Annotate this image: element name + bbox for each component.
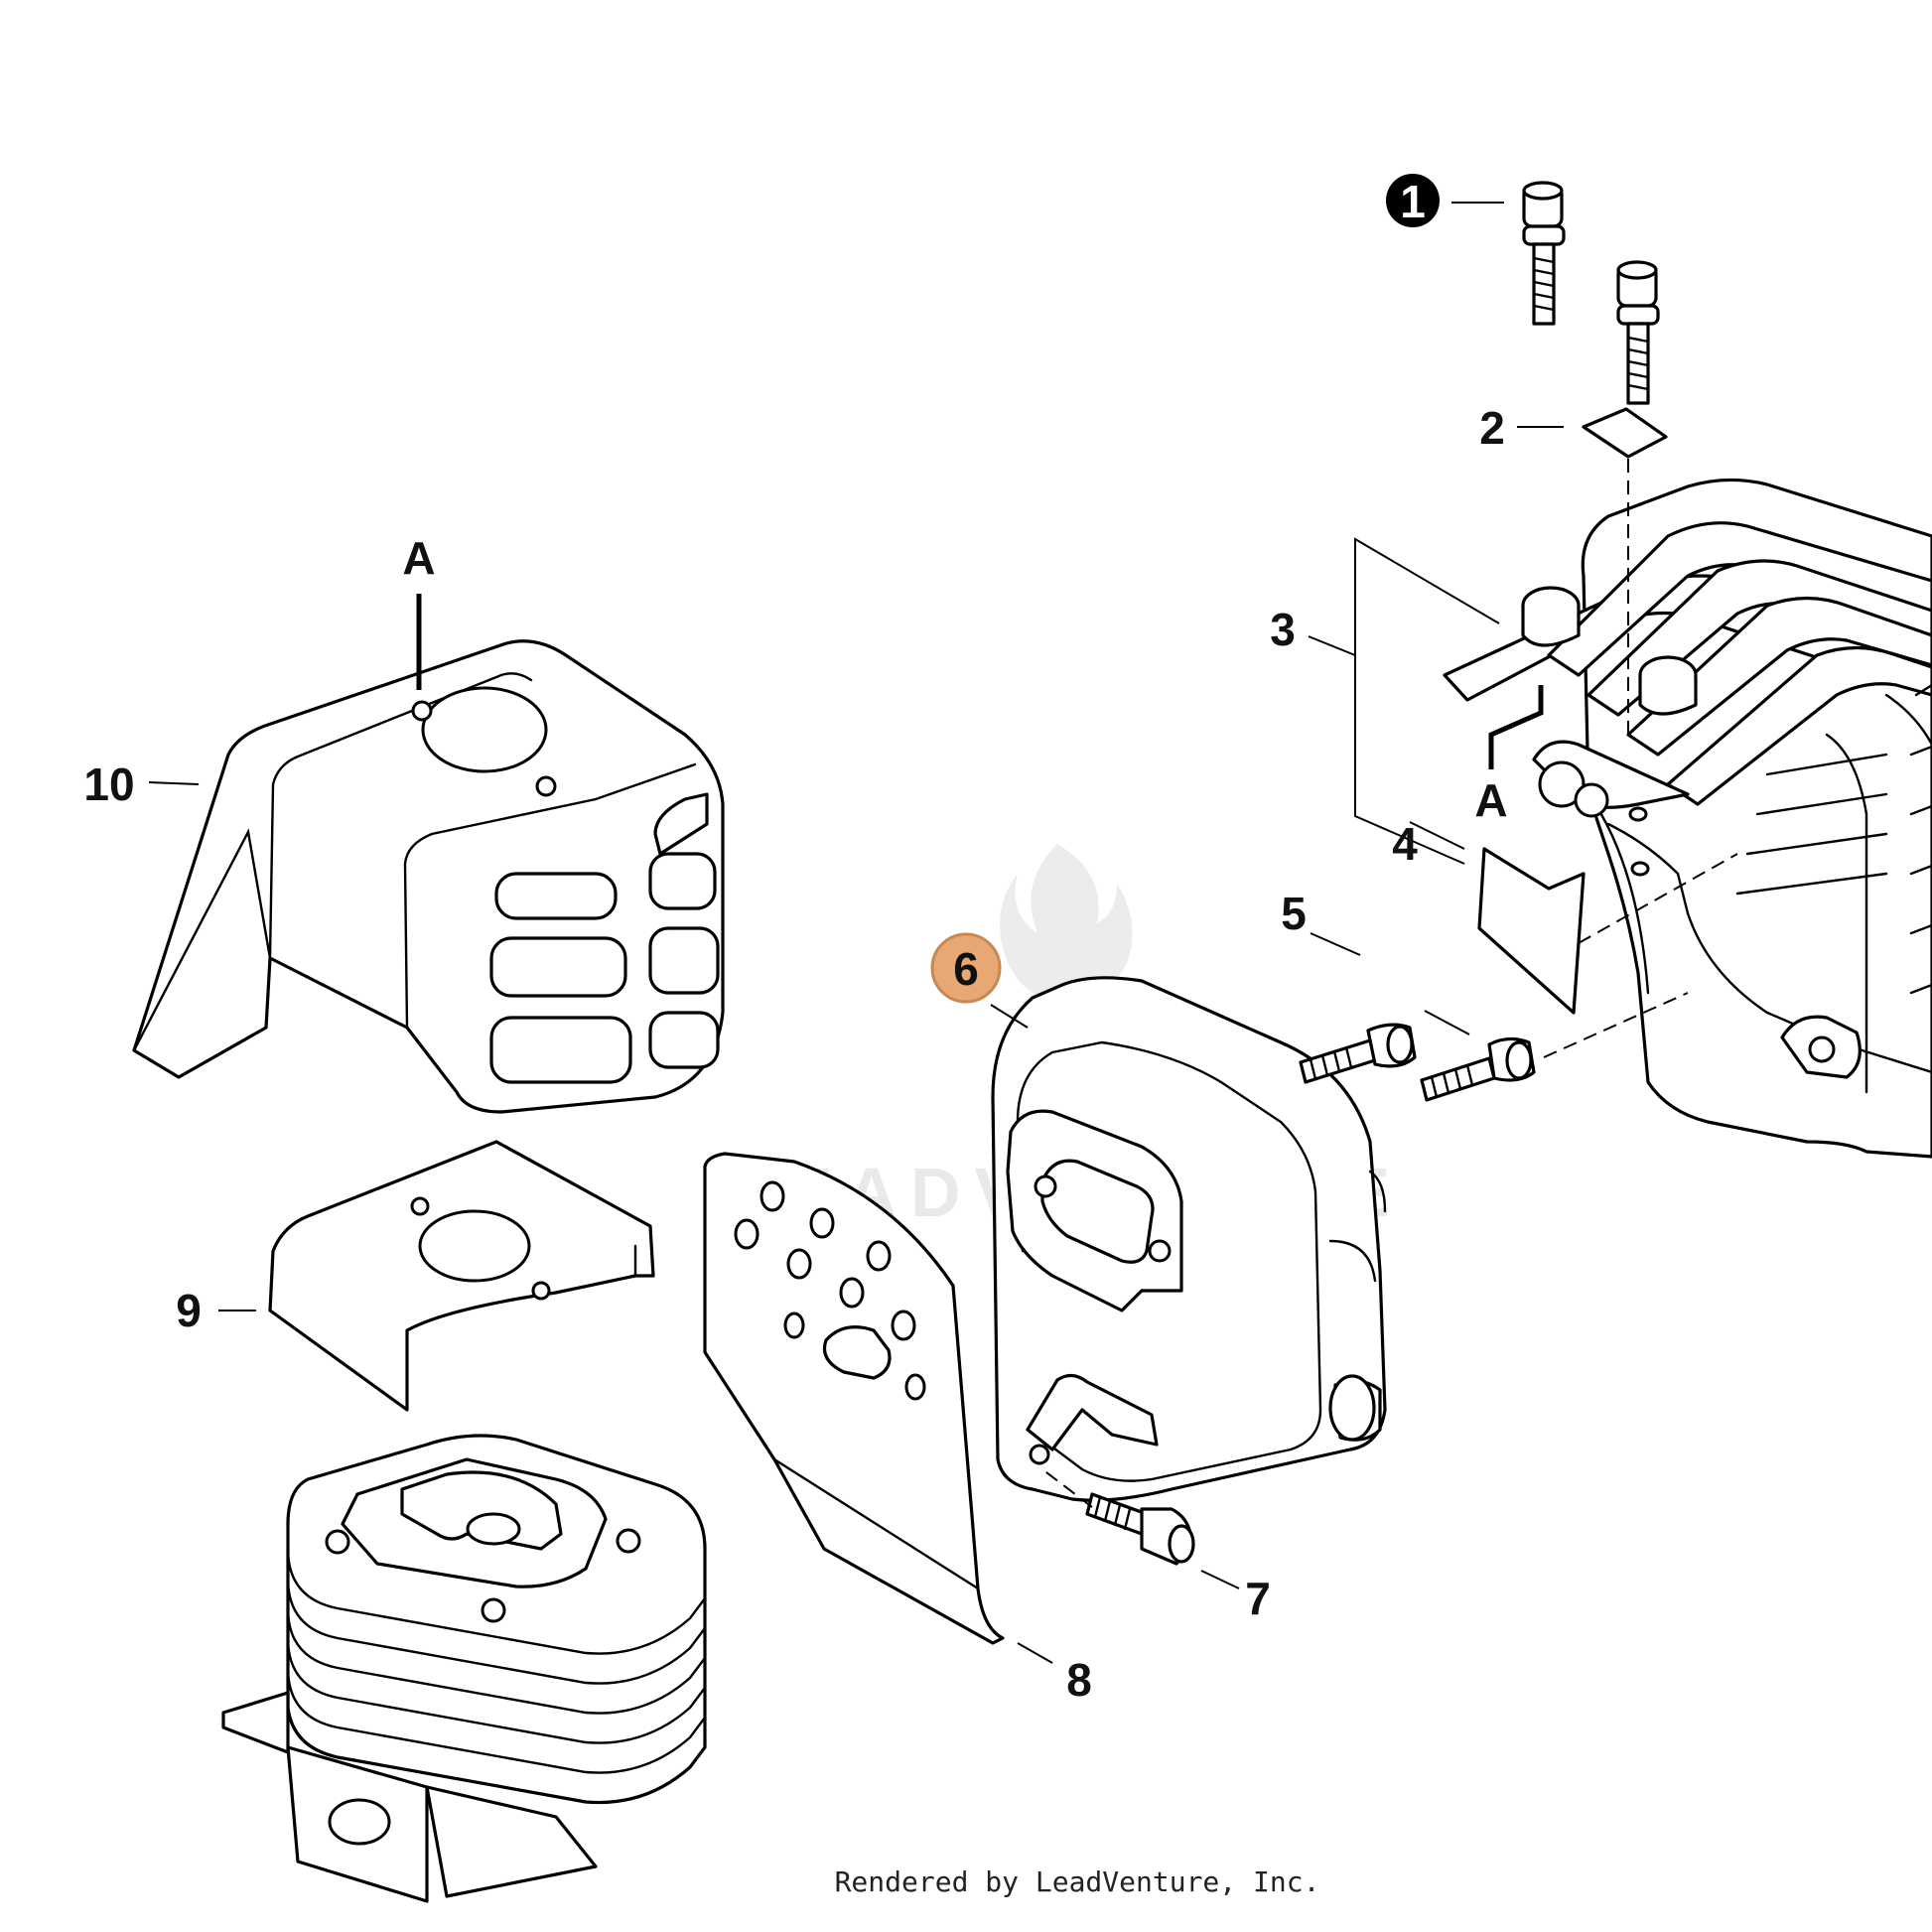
callout-1[interactable]: 1	[1386, 174, 1440, 227]
part-10-cylinder-cover	[132, 639, 725, 1114]
callout-5-label: 5	[1281, 888, 1307, 939]
part-8-shield-plate	[703, 1152, 1005, 1645]
callout-6-highlight-badge	[930, 932, 1002, 1004]
engine-housing	[1443, 478, 1932, 1159]
part-1-screws	[1522, 181, 1660, 405]
flame-logo-icon	[1000, 844, 1133, 1003]
callout-4-label: 4	[1392, 818, 1418, 870]
callout-7-label: 7	[1245, 1573, 1271, 1624]
part-6-muffler	[991, 976, 1387, 1502]
callout-9-label: 9	[176, 1285, 202, 1336]
callout-2[interactable]: 2	[1479, 402, 1505, 454]
callout-3-label: 3	[1270, 604, 1296, 655]
callout-7[interactable]: 7	[1245, 1573, 1271, 1624]
part-7-screw	[1085, 1492, 1195, 1566]
callout-9[interactable]: 9	[176, 1285, 202, 1336]
callout-4[interactable]: 4	[1392, 818, 1418, 870]
part-9-heat-shield-plate	[268, 1140, 655, 1412]
callout-6[interactable]: 6	[930, 932, 1002, 1004]
part-2-gasket	[1582, 407, 1668, 459]
render-credit: Rendered by LeadVenture, Inc.	[835, 1865, 1320, 1898]
callout-1-badge	[1386, 174, 1440, 227]
callout-3[interactable]: 3	[1270, 604, 1296, 655]
reference-mark-a-top: A	[402, 532, 435, 584]
callout-1-label: 1	[1400, 176, 1426, 227]
callout-10-label: 10	[83, 759, 134, 810]
callout-2-label: 2	[1479, 402, 1505, 454]
part-4-gasket	[1477, 847, 1586, 1015]
cylinder	[221, 1434, 707, 1903]
callout-8[interactable]: 8	[1066, 1654, 1092, 1706]
part-5-screws	[1299, 1023, 1536, 1102]
callout-8-label: 8	[1066, 1654, 1092, 1706]
reference-mark-a-right: A	[1474, 774, 1507, 826]
callout-6-label: 6	[953, 943, 979, 995]
callout-5[interactable]: 5	[1281, 888, 1307, 939]
callout-10[interactable]: 10	[83, 759, 134, 810]
leader-lines	[148, 202, 1738, 1664]
